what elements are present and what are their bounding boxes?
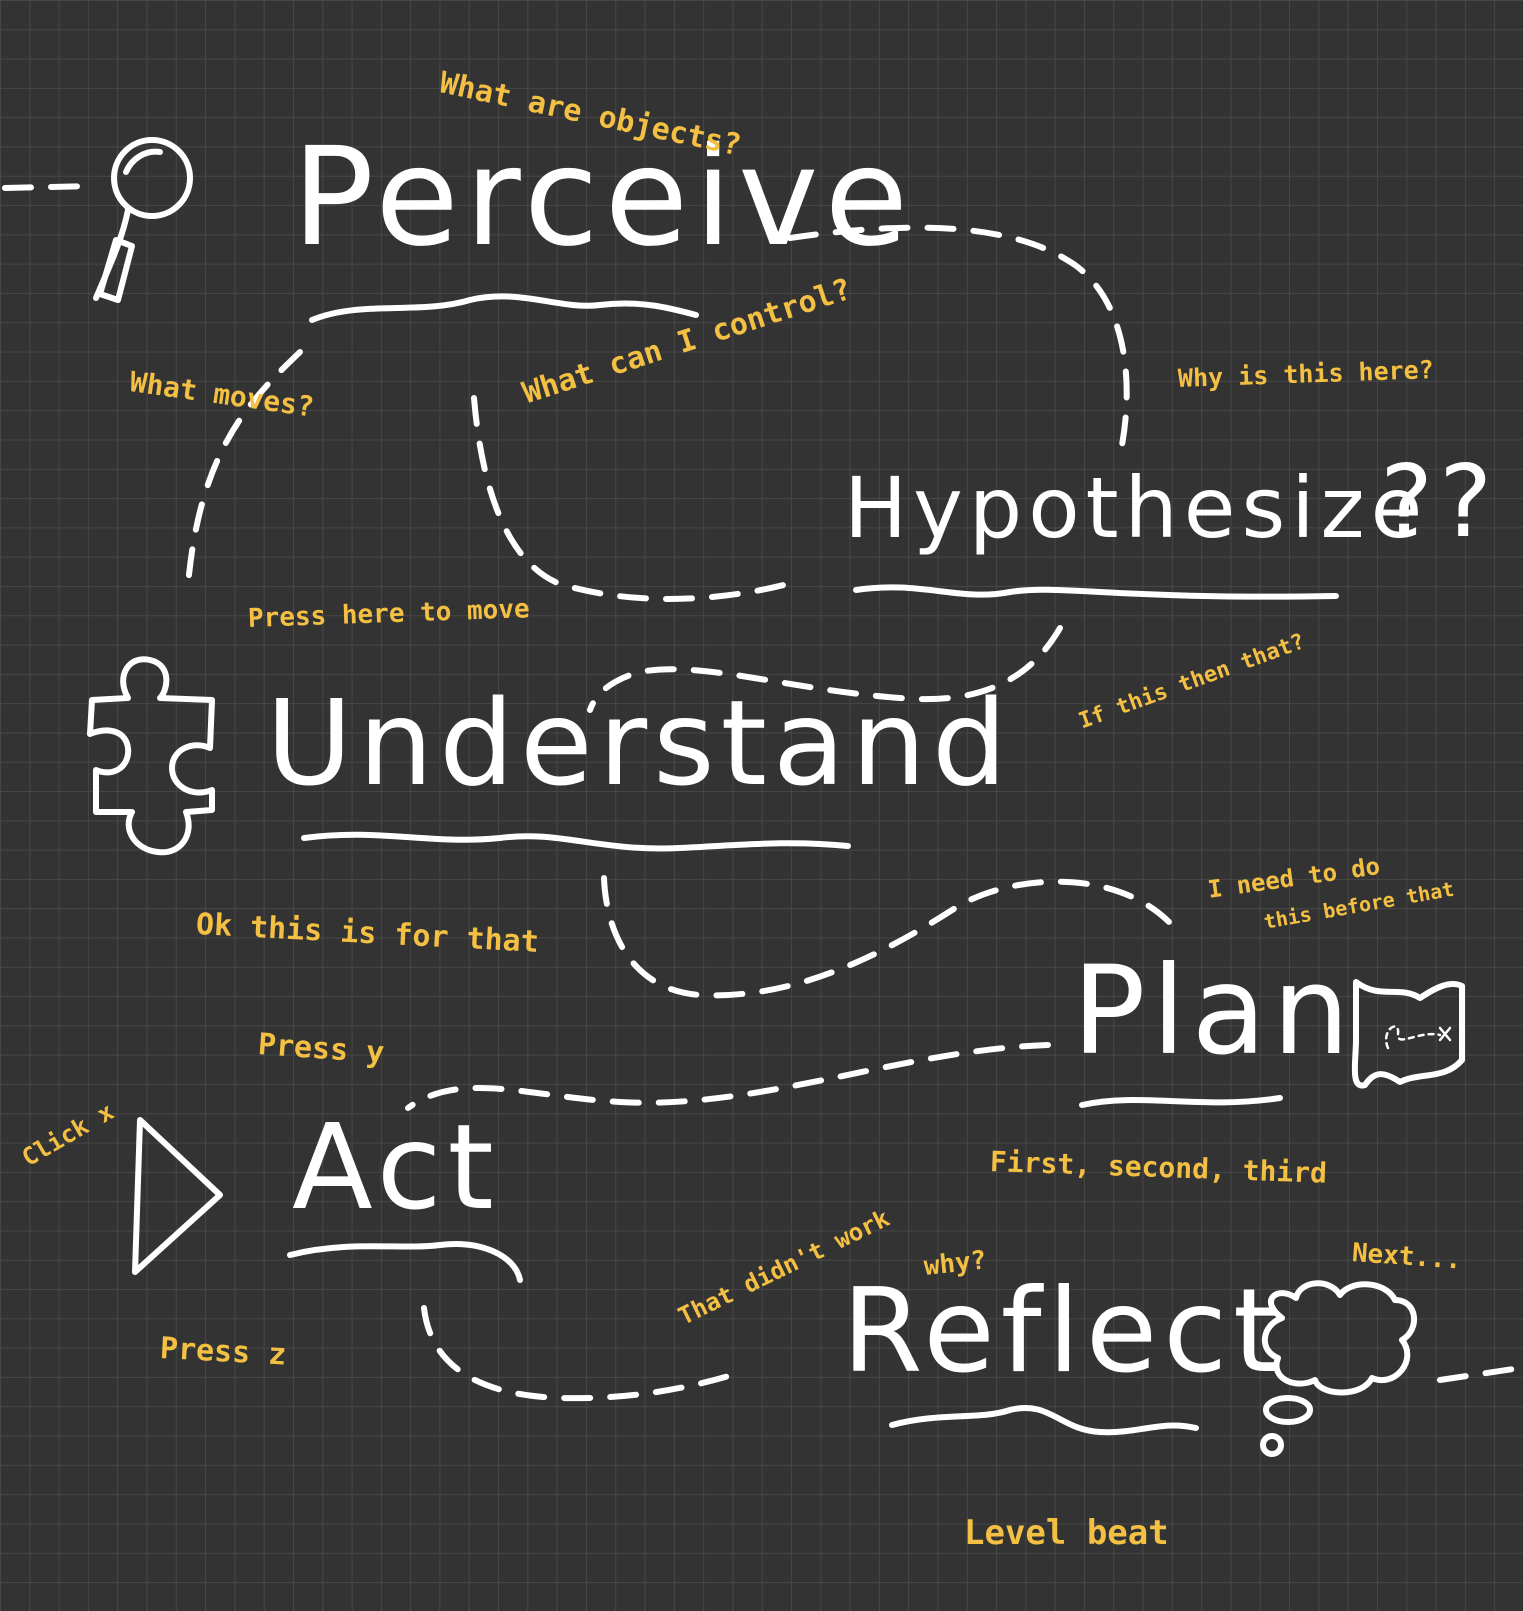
reflect-underline [889, 1405, 1199, 1436]
understand-underline [301, 831, 851, 852]
puzzle-piece-icon [87, 656, 215, 856]
play-triangle-icon [132, 1117, 223, 1275]
hypothesize-question-marks: ?? [1380, 443, 1499, 560]
connector-act-reflect [421, 1305, 745, 1402]
note-why: why? [922, 1245, 988, 1282]
connector-perceive-under [185, 349, 303, 588]
thought-cloud-icon [1260, 1280, 1418, 1457]
connector-right-exit [1437, 1365, 1523, 1383]
connector-plan-act [405, 1042, 1051, 1111]
note-next: Next... [1350, 1238, 1463, 1276]
note-press-z: Press z [159, 1331, 288, 1373]
magnifier-icon [93, 137, 193, 303]
step-plan: Plan [1072, 940, 1356, 1082]
act-underline [287, 1241, 523, 1283]
perceive-underline [309, 293, 699, 323]
connector-inner-loop [471, 395, 798, 602]
step-reflect: Reflect [842, 1264, 1285, 1399]
plan-underline [1079, 1095, 1283, 1108]
connector-understand-plan [601, 875, 1175, 999]
connector-hypothesize-understand [587, 625, 1063, 713]
note-level-beat: Level beat [964, 1513, 1169, 1553]
step-understand: Understand [266, 674, 1013, 812]
connector-perceive-loop [787, 224, 1130, 448]
step-act: Act [292, 1098, 500, 1236]
hypothesize-underline [853, 584, 1339, 600]
note-press-y: Press y [256, 1027, 386, 1071]
connector-left-entry [2, 183, 95, 191]
step-hypothesize: Hypothesize [844, 459, 1429, 557]
step-perceive: Perceive [292, 119, 915, 277]
treasure-map-icon [1351, 979, 1465, 1089]
